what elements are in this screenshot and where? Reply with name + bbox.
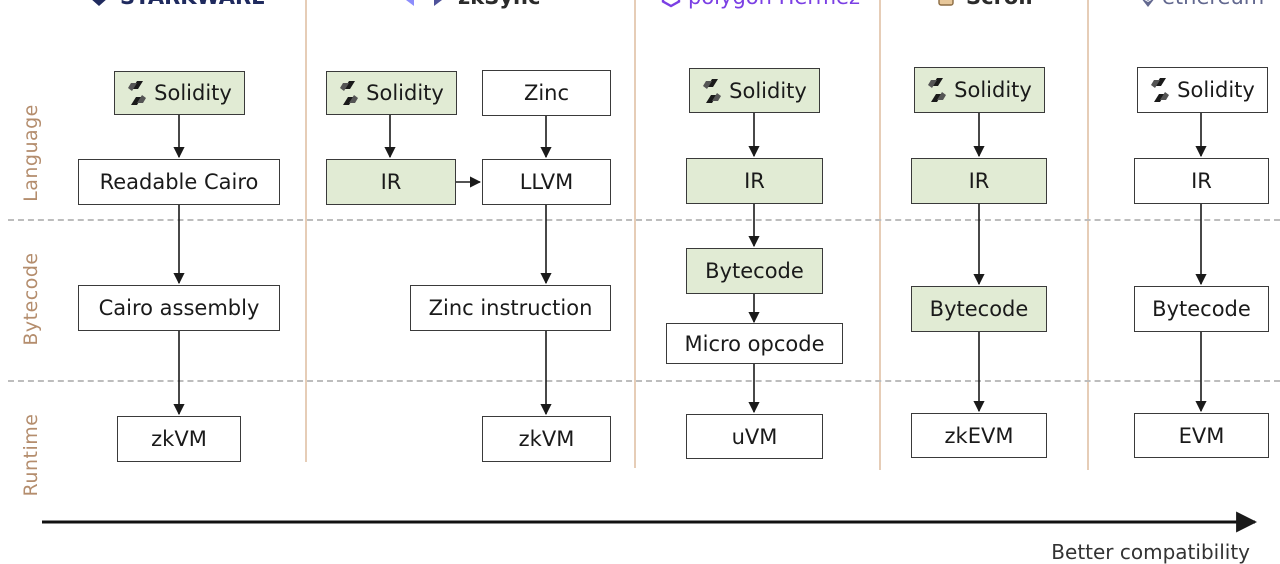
box-label: Micro opcode — [684, 331, 825, 356]
ethereum-solidity-box: Solidity — [1137, 67, 1268, 113]
box-label: IR — [1191, 169, 1212, 193]
layer-separator — [8, 380, 1280, 382]
starkware-zkvm-box: zkVM — [117, 416, 241, 462]
uvm-box: uVM — [686, 414, 823, 459]
box-label: IR — [380, 170, 402, 194]
zksync-ir-box: IR — [326, 159, 456, 205]
solidity-icon — [1151, 78, 1170, 102]
box-label: LLVM — [519, 170, 574, 194]
box-label: Bytecode — [1152, 297, 1251, 321]
zinc-box: Zinc — [482, 70, 611, 116]
box-label: Solidity — [366, 81, 444, 105]
polygon-hermez-logo: polygon Hermez — [660, 0, 860, 9]
scroll-bytecode-box: Bytecode — [911, 286, 1047, 332]
readable-cairo-box: Readable Cairo — [78, 159, 280, 205]
box-label: uVM — [731, 424, 778, 449]
llvm-box: LLVM — [482, 159, 611, 205]
box-label: Solidity — [954, 78, 1032, 102]
polygon-bytecode-box: Bytecode — [686, 248, 823, 294]
box-label: Zinc — [523, 81, 570, 105]
box-label: zkVM — [151, 427, 207, 451]
box-label: IR — [968, 169, 990, 193]
box-label: zkEVM — [944, 423, 1014, 448]
scroll-logo: Scroll — [936, 0, 1033, 9]
box-label: Readable Cairo — [99, 170, 259, 194]
box-label: EVM — [1178, 423, 1225, 448]
starkware-icon — [92, 0, 106, 6]
solidity-icon — [340, 81, 359, 105]
column-divider — [634, 0, 636, 468]
starkware-logo: STARKWARE — [88, 0, 266, 9]
zkevm-box: zkEVM — [911, 413, 1047, 458]
scroll-icon — [938, 0, 954, 6]
layer-separator — [8, 219, 1280, 221]
zksync-solidity-box: Solidity — [326, 71, 457, 115]
starkware-solidity-box: Solidity — [114, 71, 245, 115]
box-label: Zinc instruction — [428, 296, 593, 320]
zinc-instruction-box: Zinc instruction — [410, 285, 611, 331]
box-label: Solidity — [154, 81, 232, 105]
zksync-zkvm-box: zkVM — [482, 416, 611, 462]
solidity-icon — [128, 81, 147, 105]
box-label: Bytecode — [929, 297, 1029, 321]
ethereum-ir-box: IR — [1134, 158, 1269, 204]
column-divider — [305, 0, 307, 462]
zksync-logo: zkSync — [400, 0, 540, 9]
polygon-icon — [661, 0, 681, 8]
ethereum-bytecode-box: Bytecode — [1134, 286, 1269, 332]
scroll-ir-box: IR — [911, 158, 1047, 204]
box-label: IR — [744, 169, 765, 193]
solidity-icon — [703, 78, 722, 103]
evm-box: EVM — [1134, 413, 1269, 458]
compatibility-axis-label: Better compatibility — [1051, 540, 1250, 564]
box-label: Solidity — [1177, 78, 1255, 102]
scroll-solidity-box: Solidity — [914, 67, 1045, 113]
polygon-ir-box: IR — [686, 158, 823, 204]
cairo-assembly-box: Cairo assembly — [78, 285, 280, 331]
column-divider — [879, 0, 881, 470]
solidity-icon — [928, 78, 947, 102]
ethereum-icon — [1142, 0, 1154, 7]
polygon-solidity-box: Solidity — [689, 68, 820, 113]
micro-opcode-box: Micro opcode — [666, 323, 843, 364]
box-label: Bytecode — [705, 259, 804, 283]
ethereum-logo: ethereum — [1140, 0, 1264, 9]
zksync-arrows-icon — [406, 0, 442, 6]
box-label: zkVM — [518, 427, 575, 451]
box-label: Solidity — [729, 78, 807, 103]
column-divider — [1087, 0, 1089, 470]
box-label: Cairo assembly — [98, 296, 260, 320]
